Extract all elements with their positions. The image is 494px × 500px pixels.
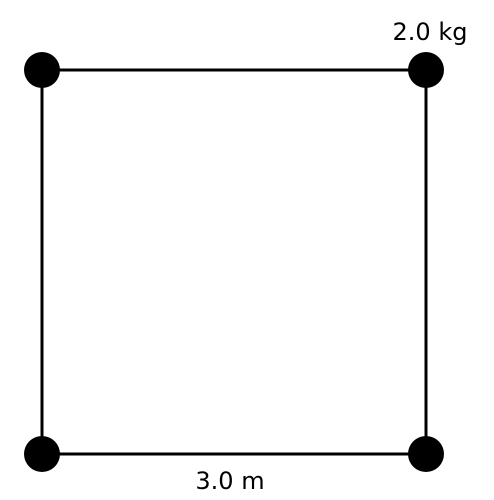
mass-top-left bbox=[24, 52, 60, 88]
mass-bottom-right bbox=[408, 436, 444, 472]
mass-label: 2.0 kg bbox=[393, 18, 468, 46]
side-length-label: 3.0 m bbox=[195, 467, 264, 495]
mass-bottom-left bbox=[24, 436, 60, 472]
mass-top-right bbox=[408, 52, 444, 88]
